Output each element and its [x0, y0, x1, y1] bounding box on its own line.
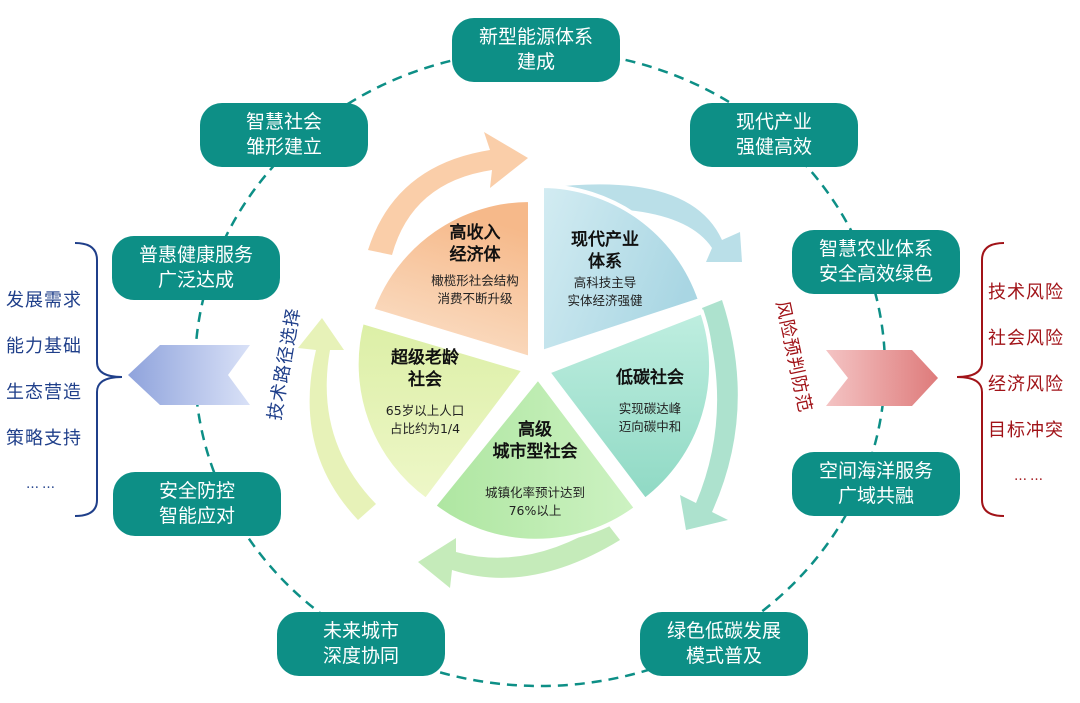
right-bracket	[956, 242, 1005, 517]
flow-arrow-green	[418, 522, 620, 588]
modern-text-2: 实体经济强健	[567, 293, 643, 308]
aging-title-1: 超级老龄	[391, 347, 460, 368]
node-green-low-carbon: 绿色低碳发展 模式普及	[640, 612, 808, 676]
flow-arrow-yellow	[298, 318, 376, 520]
right-chevron-arrow	[826, 350, 938, 406]
high-income-text-2: 消费不断升级	[437, 291, 513, 306]
node-security-line-2: 智能应对	[158, 505, 235, 527]
right-risk-list: 技术风险 社会风险 经济风险 目标冲突 ……	[988, 270, 1076, 500]
node-security-control: 安全防控 智能应对	[113, 472, 281, 536]
segment-modern-industry	[540, 183, 703, 355]
node-agri-line-2: 安全高效绿色	[818, 263, 933, 285]
left-item-capability: 能力基础	[6, 336, 82, 357]
urban-title-1: 高级	[518, 419, 552, 440]
lowcarbon-title: 低碳社会	[615, 367, 684, 388]
node-security-line-1: 安全防控	[158, 480, 235, 502]
right-risk-label: 风险预判防范	[771, 299, 815, 415]
modern-title-1: 现代产业	[571, 229, 639, 250]
node-green-line-1: 绿色低碳发展	[666, 620, 781, 642]
node-smart-society: 智慧社会 雏形建立	[200, 103, 368, 167]
segment-low-carbon	[544, 309, 714, 503]
segment-low-carbon-text: 低碳社会 实现碳达峰 迈向碳中和	[615, 367, 684, 434]
right-item-ellipsis: ……	[1014, 469, 1046, 484]
node-future-city: 未来城市 深度协同	[277, 612, 445, 676]
node-inclusive-health: 普惠健康服务 广泛达成	[112, 236, 280, 300]
segment-modern-industry-text: 现代产业 体系 高科技主导 实体经济强健	[567, 229, 643, 308]
node-city-line-1: 未来城市	[322, 620, 399, 642]
node-space-ocean-services: 空间海洋服务 广域共融	[792, 452, 960, 516]
node-industry-line-1: 现代产业	[735, 111, 812, 133]
node-agri-line-1: 智慧农业体系	[818, 238, 933, 260]
high-income-title-1: 高收入	[450, 222, 501, 243]
segment-high-income	[369, 197, 532, 361]
modern-title-2: 体系	[588, 251, 622, 272]
aging-title-2: 社会	[407, 369, 442, 390]
high-income-text-1: 橄榄形社会结构	[431, 273, 519, 288]
left-factor-list: 发展需求 能力基础 生态营造 策略支持 ……	[6, 278, 90, 508]
right-item-economic-risk: 经济风险	[988, 374, 1064, 395]
urban-text-1: 城镇化率预计达到	[485, 485, 585, 500]
lowcarbon-text-2: 迈向碳中和	[619, 419, 682, 434]
urban-title-2: 城市型社会	[493, 441, 578, 462]
modern-text-1: 高科技主导	[574, 275, 637, 290]
aging-text-1: 65岁以上人口	[386, 403, 464, 418]
node-ocean-line-1: 空间海洋服务	[818, 460, 933, 482]
left-item-ecosystem: 生态营造	[6, 382, 82, 403]
right-item-tech-risk: 技术风险	[988, 282, 1064, 303]
segment-urban	[431, 374, 639, 543]
segment-aging	[354, 319, 528, 503]
left-item-demand: 发展需求	[6, 290, 82, 311]
node-city-line-2: 深度协同	[322, 645, 399, 667]
node-energy-line-1: 新型能源体系	[478, 26, 593, 48]
node-energy-line-2: 建成	[516, 51, 555, 73]
segment-aging-text: 超级老龄 社会 65岁以上人口 占比约为1/4	[386, 347, 464, 436]
right-item-social-risk: 社会风险	[988, 328, 1064, 349]
node-ocean-line-2: 广域共融	[837, 485, 914, 507]
left-path-label: 技术路径选择	[264, 306, 304, 422]
node-health-line-1: 普惠健康服务	[138, 244, 253, 266]
aging-text-2: 占比约为1/4	[390, 421, 460, 436]
left-item-ellipsis: ……	[26, 477, 58, 492]
node-smart-agriculture: 智慧农业体系 安全高效绿色	[792, 230, 960, 294]
node-industry-line-2: 强健高效	[735, 136, 812, 158]
flow-arrow-orange	[368, 132, 528, 255]
node-smart-line-1: 智慧社会	[245, 111, 322, 133]
segment-urban-text: 高级 城市型社会 城镇化率预计达到 76%以上	[485, 419, 585, 518]
node-modern-industry: 现代产业 强健高效	[690, 103, 858, 167]
node-health-line-2: 广泛达成	[157, 269, 234, 291]
left-chevron-arrow	[128, 345, 250, 405]
node-green-line-2: 模式普及	[685, 645, 762, 667]
high-income-title-2: 经济体	[450, 244, 502, 265]
lowcarbon-text-1: 实现碳达峰	[619, 401, 682, 416]
left-bracket	[74, 242, 123, 517]
segment-high-income-text: 高收入 经济体 橄榄形社会结构 消费不断升级	[431, 222, 519, 306]
left-item-strategy: 策略支持	[6, 428, 82, 449]
right-item-goal-conflict: 目标冲突	[988, 420, 1064, 441]
flow-arrow-teal	[680, 300, 738, 530]
urban-text-2: 76%以上	[509, 503, 562, 518]
node-new-energy-system: 新型能源体系 建成	[452, 18, 620, 82]
node-smart-line-2: 雏形建立	[245, 136, 322, 158]
